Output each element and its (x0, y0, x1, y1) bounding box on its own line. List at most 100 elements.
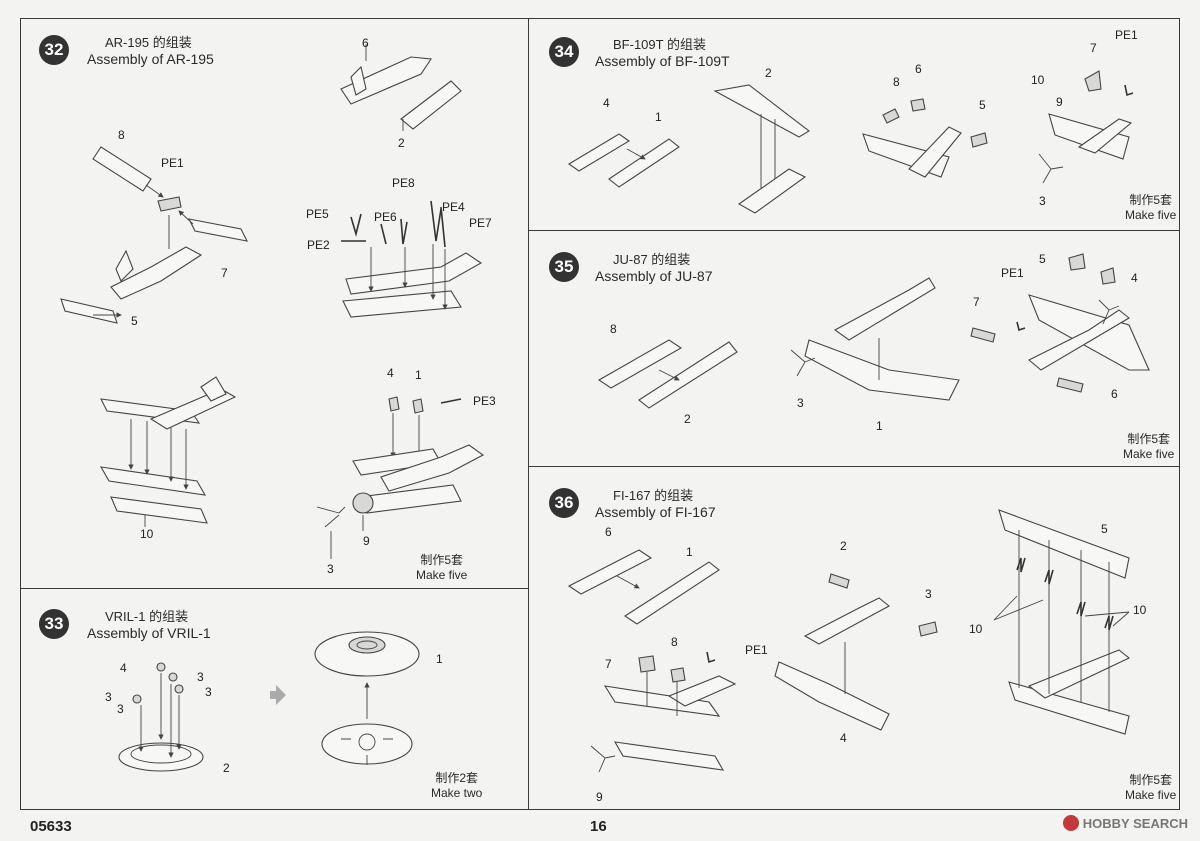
part-label: 7 (605, 657, 612, 671)
step-title-zh: JU-87 的组装 (613, 252, 691, 267)
part-label: 8 (893, 75, 900, 89)
step-number-badge: 33 (39, 609, 69, 639)
step-32-panel: 3 2 AR-195 的组装 Assembly of AR-195 (20, 18, 529, 589)
part-label: 6 (605, 525, 612, 539)
part-label: 9 (596, 790, 603, 804)
step-title-en: Assembly of AR-195 (87, 51, 214, 67)
ar195-biplane-assembly (99, 376, 237, 527)
step-number-badge: 35 (549, 252, 579, 282)
part-label: PE2 (307, 238, 330, 252)
part-label: 4 (1131, 271, 1138, 285)
part-label: 2 (398, 136, 405, 150)
part-label: 6 (915, 62, 922, 76)
part-label: 5 (1101, 522, 1108, 536)
make-count-en: Make five (1123, 447, 1175, 461)
watermark-logo-icon (1062, 815, 1079, 831)
part-label: 8 (671, 635, 678, 649)
part-label: PE8 (392, 176, 415, 190)
part-label: 2 (765, 66, 772, 80)
bf109t-final-assembly (1038, 70, 1134, 184)
make-count-en: Make five (1125, 788, 1177, 802)
part-label: PE1 (161, 156, 184, 170)
part-label: 2 (840, 539, 847, 553)
fi167-biplane-assembly (590, 651, 737, 773)
part-label: PE1 (745, 643, 768, 657)
make-count-en: Make five (416, 568, 468, 582)
part-label: 8 (118, 128, 125, 142)
step-title: AR-195 的组装 Assembly of AR-195 (87, 35, 214, 67)
part-label: 6 (1111, 387, 1118, 401)
vril1-base-assembly (118, 662, 204, 772)
part-label: 3 (105, 690, 112, 704)
part-label: 1 (415, 368, 422, 382)
part-label: 1 (686, 545, 693, 559)
make-count: 制作5套 Make five (1125, 193, 1176, 223)
make-count-zh: 制作5套 (1129, 193, 1173, 207)
make-count-zh: 制作5套 (1129, 773, 1173, 787)
ar195-fuselage-part (340, 44, 462, 131)
part-label: PE6 (374, 210, 397, 224)
part-label: 4 (387, 366, 394, 380)
part-label: 3 (197, 670, 204, 684)
ar195-final-assembly (316, 396, 485, 559)
ju87-fuselage-halves (597, 339, 738, 409)
part-label: PE5 (306, 207, 329, 221)
part-label: 10 (140, 527, 154, 541)
make-count: 制作5套 Make five (1125, 773, 1176, 803)
assembly-drawing-ju87: 8 2 3 1 5 PE1 4 7 6 (597, 252, 1150, 433)
assembly-drawing-ar195: 6 2 8 PE1 7 5 PE8 PE5 PE6 PE4 PE7 PE2 4 … (60, 36, 496, 576)
assembly-drawing-bf109t: 2 4 1 6 8 5 7 PE1 10 9 3 (567, 28, 1138, 214)
ar195-fuselage-assembly (60, 246, 203, 324)
step-35-panel: 35 JU-87 的组装 Assembly of JU-87 8 2 3 (528, 230, 1180, 467)
vril1-disc-assembly (314, 631, 420, 765)
fi167-final-assembly (993, 509, 1131, 735)
make-count-zh: 制作5套 (420, 553, 464, 567)
step-title-zh: AR-195 的组装 (105, 35, 192, 50)
watermark-text: HOBBY SEARCH (1082, 815, 1188, 831)
step-title-en: Assembly of BF-109T (595, 53, 730, 69)
step-34-panel: 34 BF-109T 的组装 Assembly of BF-109T (528, 18, 1180, 231)
next-arrow-icon (270, 685, 286, 705)
part-label: 8 (610, 322, 617, 336)
ju87-final-assembly (970, 253, 1150, 393)
bf109t-wing-assembly (713, 84, 810, 214)
part-label: 10 (1031, 73, 1045, 87)
make-count-zh: 制作2套 (435, 771, 479, 785)
pe1-part (157, 196, 182, 212)
part-label: PE1 (1001, 266, 1024, 280)
step-title-en: Assembly of VRIL-1 (87, 625, 211, 641)
make-count-en: Make two (431, 786, 483, 800)
step-36-panel: 36 FI-167 的组装 Assembly of FI-167 (528, 466, 1180, 810)
ar195-tailplane-part (92, 146, 152, 192)
part-label: 5 (131, 314, 138, 328)
step-33-panel: 33 VRIL-1 的组装 Assembly of VRIL-1 4 (20, 588, 529, 810)
ar195-wing-part (188, 218, 248, 242)
part-label: 9 (363, 534, 370, 548)
make-count: 制作5套 Make five (1123, 432, 1174, 462)
part-label: 2 (684, 412, 691, 426)
step-title: JU-87 的组装 Assembly of JU-87 (595, 252, 712, 284)
part-label: 3 (1039, 194, 1046, 208)
part-label: 1 (436, 652, 443, 666)
step-title-en: Assembly of FI-167 (595, 504, 716, 520)
part-label: 3 (797, 396, 804, 410)
ar195-pe-assembly (341, 200, 483, 318)
part-label: 6 (362, 36, 369, 50)
part-label: 5 (979, 98, 986, 112)
assembly-drawing-vril1: 4 3 3 3 3 2 1 (105, 631, 443, 775)
step-title-zh: BF-109T 的组装 (613, 37, 706, 52)
part-label: 7 (221, 266, 228, 280)
step-title: VRIL-1 的组装 Assembly of VRIL-1 (87, 609, 211, 641)
fi167-fuselage-halves (567, 549, 720, 625)
part-label: 10 (1133, 603, 1147, 617)
page-number: 16 (590, 818, 607, 835)
part-label: 4 (840, 731, 847, 745)
bf109t-fuselage-halves (567, 133, 680, 188)
step-number-badge: 34 (549, 37, 579, 67)
part-label: 4 (603, 96, 610, 110)
make-count-zh: 制作5套 (1127, 432, 1171, 446)
part-label: 3 (327, 562, 334, 576)
step-number-badge: 36 (549, 488, 579, 518)
part-label: 9 (1056, 95, 1063, 109)
step-title-en: Assembly of JU-87 (595, 268, 713, 284)
